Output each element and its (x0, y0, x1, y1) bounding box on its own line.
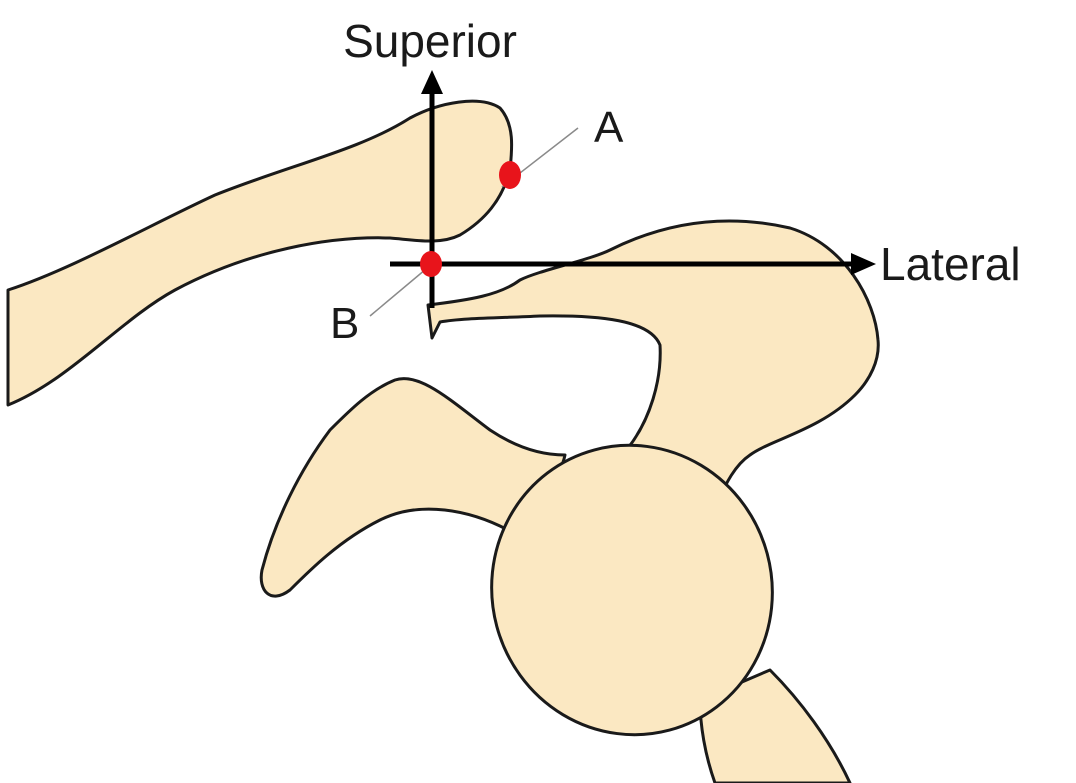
point-b-marker (420, 251, 442, 277)
superior-arrowhead (421, 70, 443, 94)
point-a-marker (499, 161, 521, 189)
point-b-label: B (330, 299, 359, 348)
superior-label: Superior (343, 15, 517, 67)
lateral-label: Lateral (880, 238, 1021, 290)
point-a-label: A (594, 103, 624, 152)
lateral-arrowhead (851, 253, 876, 275)
